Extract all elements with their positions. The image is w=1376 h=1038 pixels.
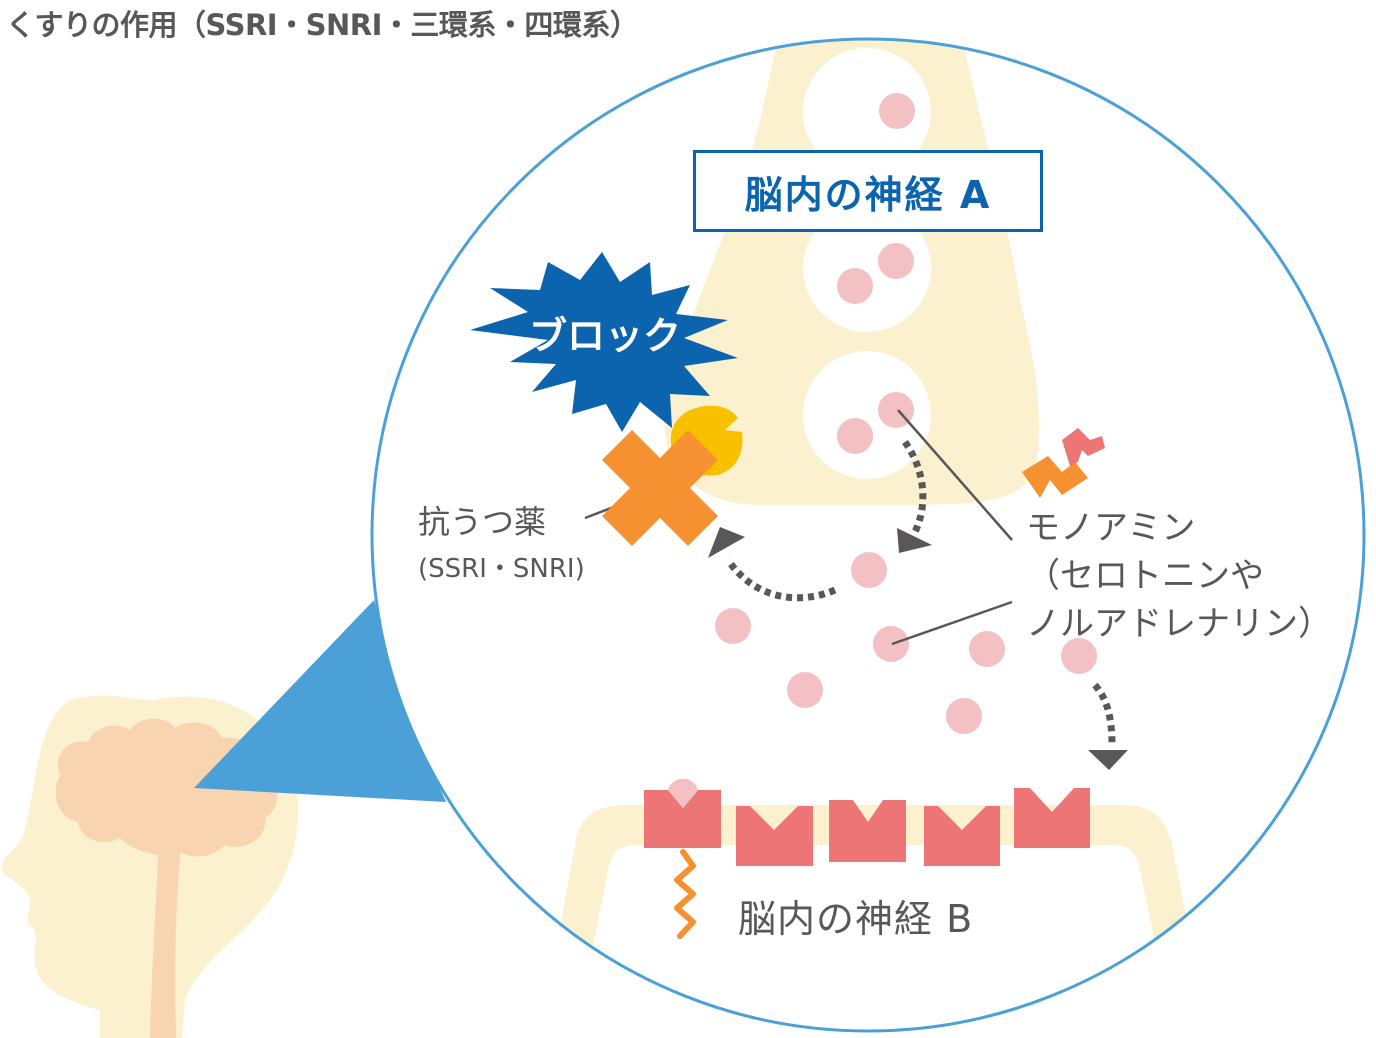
leader-line <box>897 409 1013 541</box>
page-title: くすりの作用（SSRI・SNRI・三環系・四環系） <box>6 8 639 42</box>
receptor-icon <box>1014 788 1090 848</box>
drug-label: 抗うつ薬 <box>418 503 547 541</box>
monoamine-dot <box>879 93 915 129</box>
monoamine-dot <box>851 552 887 588</box>
dotted-arrow-icon <box>1088 682 1128 770</box>
receptor-row <box>644 778 1090 866</box>
monoamine-dot <box>837 268 873 304</box>
vesicle <box>803 204 931 332</box>
x-mark-icon <box>602 430 718 546</box>
starburst-icon <box>470 252 738 432</box>
transporter-icon <box>1022 428 1105 498</box>
monoamine-label-line1: モノアミン <box>1026 508 1196 548</box>
drug-sublabel: (SSRI・SNRI) <box>418 554 585 584</box>
dotted-arrow-icon <box>708 527 837 602</box>
neuron-a-label-text: 脳内の神経 A <box>744 172 992 217</box>
signal-zigzag-icon <box>674 849 696 939</box>
monoamine-label-line3: ノルアドレナリン） <box>1026 604 1332 644</box>
monoamine-label-line2: （セロトニンや <box>1026 556 1264 596</box>
brain-icon <box>55 718 278 1038</box>
monoamine-dot <box>946 698 982 734</box>
zoom-callout-icon <box>194 600 446 802</box>
monoamine-dots <box>715 93 1097 734</box>
neuron-b-label: 脳内の神経 B <box>738 897 974 941</box>
block-label: ブロック <box>528 314 681 358</box>
receptor-icon <box>924 806 1000 866</box>
neuron-b-dendrite <box>540 805 1210 1031</box>
magnified-view-outline <box>370 37 1366 1033</box>
monoamine-dot <box>715 608 751 644</box>
neuron-a-label: 脳内の神経 A <box>693 150 1043 232</box>
monoamine-dot <box>878 243 914 279</box>
receptor-icon <box>736 806 813 866</box>
receptor-icon <box>644 778 721 848</box>
receptor-icon <box>829 800 906 862</box>
leader-line <box>891 600 1013 646</box>
monoamine-dot <box>837 418 873 454</box>
monoamine-dot <box>873 626 909 662</box>
monoamine-dot <box>969 631 1005 667</box>
vesicle <box>803 351 931 479</box>
dotted-arrow-icon <box>897 439 932 553</box>
monoamine-dot <box>1061 638 1097 674</box>
neuron-a-terminal <box>664 39 1040 505</box>
vesicle <box>803 48 931 176</box>
monoamine-dot <box>787 672 823 708</box>
